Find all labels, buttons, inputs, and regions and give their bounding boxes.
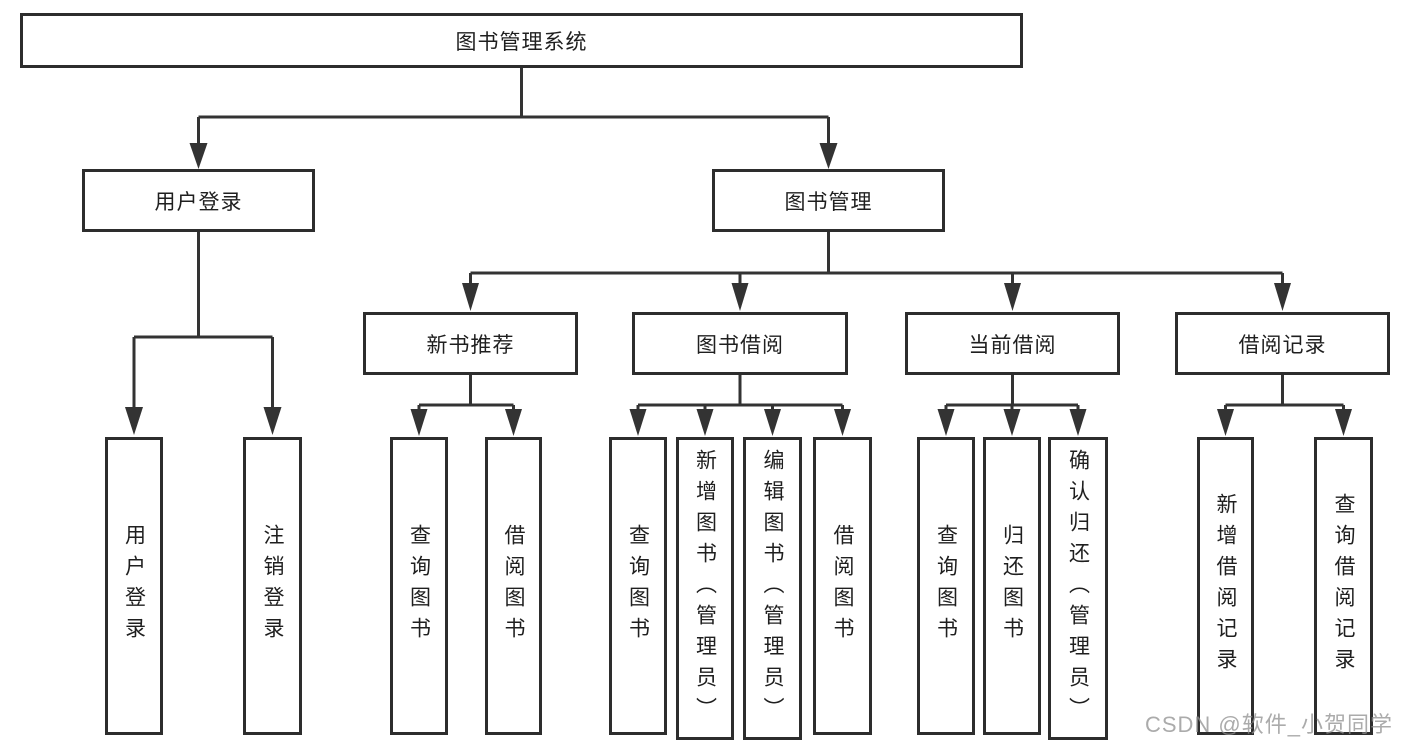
leaf-query-borrowing-record: 查询借阅记录 bbox=[1314, 437, 1373, 735]
leaf-user-login: 用户登录 bbox=[105, 437, 163, 735]
leaf-confirm-return-admin: 确认归还（管理员） bbox=[1048, 437, 1108, 740]
node-user-login: 用户登录 bbox=[82, 169, 315, 232]
node-borrowing-records: 借阅记录 bbox=[1175, 312, 1390, 375]
node-book-borrowing: 图书借阅 bbox=[632, 312, 848, 375]
node-current-borrowing: 当前借阅 bbox=[905, 312, 1120, 375]
leaf-return-books: 归还图书 bbox=[983, 437, 1041, 735]
leaf-add-books-admin: 新增图书（管理员） bbox=[676, 437, 734, 740]
csdn-watermark: CSDN @软件_小贺同学 bbox=[1144, 712, 1393, 737]
leaf-edit-books-admin: 编辑图书（管理员） bbox=[743, 437, 802, 740]
node-library-management-system: 图书管理系统 bbox=[20, 13, 1023, 68]
leaf-borrow-books-borrowing: 借阅图书 bbox=[813, 437, 872, 735]
leaf-add-borrowing-record: 新增借阅记录 bbox=[1197, 437, 1254, 735]
leaf-query-books-recommendation: 查询图书 bbox=[390, 437, 448, 735]
node-new-book-recommendation: 新书推荐 bbox=[363, 312, 578, 375]
node-book-management: 图书管理 bbox=[712, 169, 945, 232]
leaf-borrow-books-recommendation: 借阅图书 bbox=[485, 437, 542, 735]
leaf-logout: 注销登录 bbox=[243, 437, 302, 735]
leaf-query-books-borrowing: 查询图书 bbox=[609, 437, 667, 735]
leaf-query-books-current: 查询图书 bbox=[917, 437, 975, 735]
